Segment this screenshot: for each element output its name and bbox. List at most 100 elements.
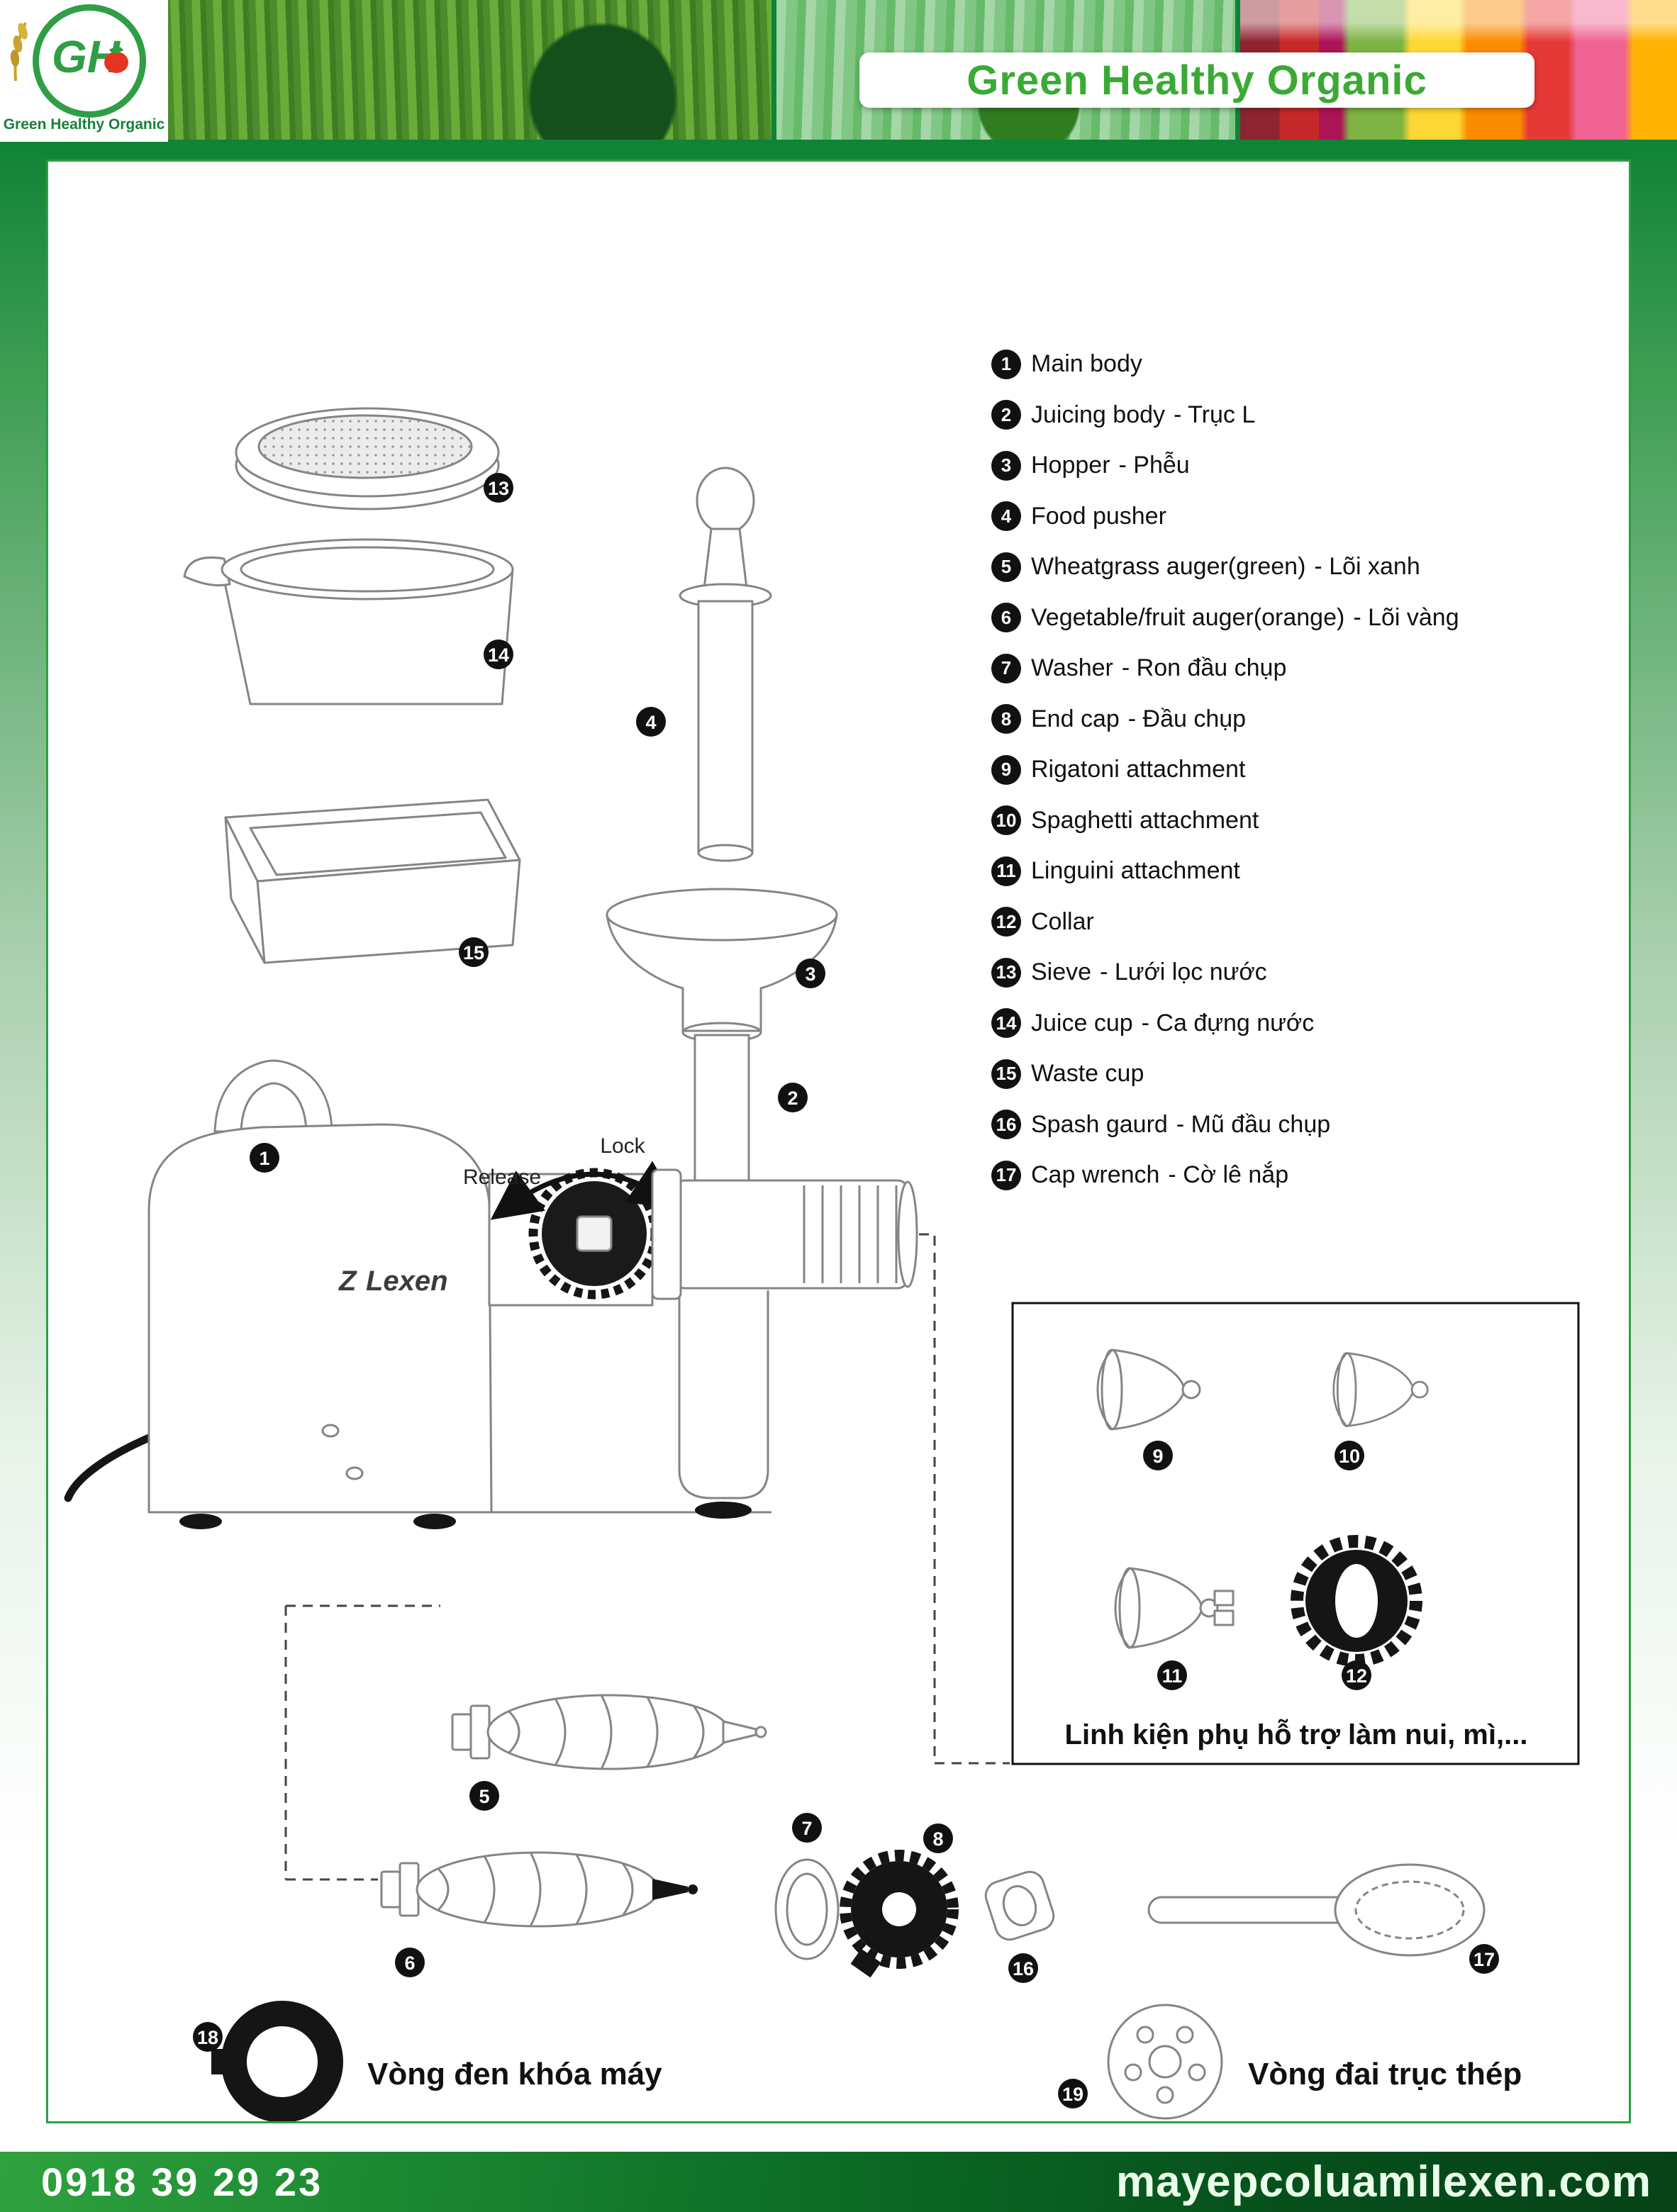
callout-10: 10 — [1335, 1441, 1364, 1470]
hopper-part — [606, 888, 838, 1043]
release-label: Release — [463, 1166, 541, 1189]
photo-wheatgrass-juice — [168, 0, 771, 140]
part-number-badge: 9 — [991, 754, 1021, 785]
part-number-badge: 5 — [991, 552, 1021, 582]
callout-17: 17 — [1469, 1944, 1499, 1974]
parts-list-item: 3 Hopper - Phễu — [991, 440, 1459, 491]
callout-8: 8 — [923, 1823, 953, 1853]
vegetable-auger-part — [380, 1851, 698, 1928]
part-number-badge: 4 — [991, 501, 1021, 532]
parts-list-item: 17 Cap wrench - Cờ lê nắp — [991, 1150, 1459, 1201]
parts-list-item: 13 Sieve - Lưới lọc nước — [991, 947, 1459, 998]
part-name-en: Collar — [1031, 907, 1094, 935]
callout-12: 12 — [1342, 1660, 1371, 1690]
lock-ring-part — [211, 2001, 343, 2121]
svg-text:11: 11 — [1162, 1665, 1183, 1687]
part-name-en: Vegetable/fruit auger(orange) — [1031, 603, 1345, 631]
tomato-icon — [104, 44, 128, 73]
svg-text:18: 18 — [197, 2027, 218, 2048]
food-pusher-part — [679, 467, 772, 862]
svg-text:2: 2 — [787, 1088, 798, 1109]
part-name-en: End cap — [1031, 705, 1120, 732]
svg-text:12: 12 — [1346, 1665, 1367, 1687]
steel-ring-label: Vòng đai trục thép — [1248, 2057, 1522, 2091]
header: GH Green Healthy Organic Green Healthy O… — [0, 0, 1677, 142]
part-number-badge: 12 — [991, 907, 1021, 937]
end-cap-part — [840, 1850, 959, 1978]
part-number-badge: 15 — [991, 1058, 1021, 1089]
part-name-vi: - Phễu — [1118, 452, 1190, 479]
part-number-badge: 16 — [991, 1110, 1021, 1140]
part-number-badge: 1 — [991, 349, 1021, 379]
part-name-vi: - Lưới lọc nước — [1100, 959, 1267, 986]
callout-19: 19 — [1058, 2079, 1088, 2108]
logo-circle: GH — [33, 4, 146, 118]
svg-text:1: 1 — [259, 1148, 269, 1169]
callout-2: 2 — [778, 1083, 808, 1112]
part-number-badge: 2 — [991, 400, 1021, 430]
callout-6: 6 — [395, 1948, 425, 1977]
parts-list-item: 16 Spash gaurd - Mũ đầu chụp — [991, 1100, 1459, 1151]
wheat-icon — [10, 22, 28, 82]
splash-guard-part — [984, 1870, 1055, 1941]
part-name-vi: - Lõi vàng — [1353, 603, 1459, 631]
lock-label: Lock — [600, 1134, 645, 1158]
callout-5: 5 — [469, 1781, 499, 1811]
part-name-en: Wheatgrass auger(green) — [1031, 553, 1306, 581]
callout-7: 7 — [792, 1813, 822, 1843]
parts-list-item: 6 Vegetable/fruit auger(orange) - Lõi vàng — [991, 593, 1459, 644]
callout-13: 13 — [484, 473, 513, 503]
svg-text:10: 10 — [1339, 1446, 1360, 1467]
parts-list-item: 15 Waste cup — [991, 1049, 1459, 1100]
part-name-en: Washer — [1031, 654, 1113, 682]
svg-text:15: 15 — [463, 942, 484, 963]
part-name-vi: - Cờ lê nắp — [1168, 1161, 1289, 1189]
callout-3: 3 — [796, 959, 825, 988]
lock-ring-label: Vòng đen khóa máy — [367, 2057, 662, 2091]
part-number-badge: 11 — [991, 856, 1021, 886]
part-number-badge: 8 — [991, 704, 1021, 734]
washer-part — [774, 1858, 840, 1960]
part-name-en: Cap wrench — [1031, 1161, 1160, 1189]
brand-label: Lexen — [366, 1266, 448, 1297]
part-name-en: Rigatoni attachment — [1031, 756, 1246, 783]
part-name-en: Spash gaurd — [1031, 1110, 1168, 1138]
svg-text:17: 17 — [1473, 1949, 1495, 1970]
part-name-en: Hopper — [1031, 452, 1110, 479]
part-name-vi: - Lõi xanh — [1314, 553, 1420, 581]
callout-16: 16 — [1008, 1953, 1038, 1983]
part-name-en: Linguini attachment — [1031, 857, 1240, 885]
svg-text:16: 16 — [1013, 1958, 1034, 1979]
svg-text:6: 6 — [404, 1953, 415, 1974]
waste-cup-part — [224, 798, 521, 964]
main-panel: Z Lexen Lock Release — [46, 160, 1631, 2123]
part-name-vi: - Trục L — [1174, 401, 1256, 428]
part-name-vi: - Ca đựng nước — [1141, 1009, 1315, 1037]
svg-text:4: 4 — [645, 712, 656, 733]
part-number-badge: 17 — [991, 1160, 1021, 1190]
part-number-badge: 7 — [991, 653, 1021, 683]
part-name-en: Sieve — [1031, 959, 1092, 986]
part-number-badge: 3 — [991, 450, 1021, 481]
part-number-badge: 13 — [991, 957, 1021, 988]
parts-list-item: 9 Rigatoni attachment — [991, 744, 1459, 795]
part-name-en: Waste cup — [1031, 1060, 1144, 1088]
exploded-diagram: Z Lexen Lock Release — [64, 407, 1580, 2121]
title-banner: Green Healthy Organic — [859, 52, 1534, 108]
callout-14: 14 — [484, 639, 513, 669]
power-cord — [64, 1434, 153, 1502]
part-name-vi: - Mũ đầu chụp — [1176, 1110, 1331, 1138]
lock-release-arrow — [490, 1161, 681, 1220]
juicing-body-part — [651, 1034, 918, 1300]
svg-text:19: 19 — [1062, 2084, 1083, 2105]
brand-mark-z: Z — [338, 1266, 357, 1297]
svg-text:5: 5 — [479, 1786, 489, 1807]
part-number-badge: 6 — [991, 603, 1021, 633]
